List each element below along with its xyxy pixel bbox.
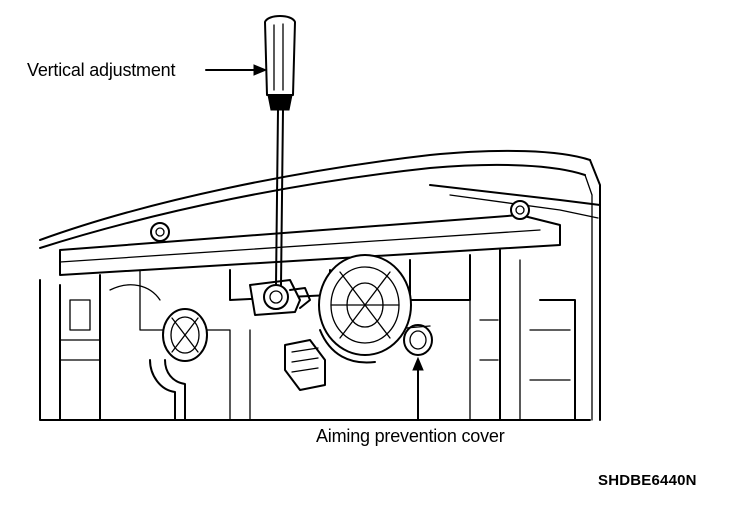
adjuster-bolt (249, 279, 311, 316)
lower-connector (284, 339, 326, 391)
screwdriver-icon (264, 15, 296, 286)
label-vertical-adjustment: Vertical adjustment (27, 60, 176, 80)
figure-code: SHDBE6440N (598, 472, 697, 489)
mount-bolt-right (510, 200, 530, 220)
hood-panel (39, 149, 601, 421)
upper-bracket (59, 200, 561, 276)
left-bulb-socket (149, 308, 208, 421)
aiming-cover (403, 324, 433, 356)
center-bulb-socket (318, 254, 412, 364)
mount-bolt-left (150, 222, 170, 242)
leader-arrow-aiming (412, 356, 424, 421)
headlamp-housing (39, 249, 591, 421)
leader-arrow-vertical (205, 64, 268, 76)
label-aiming-prevention-cover: Aiming prevention cover (316, 426, 505, 446)
